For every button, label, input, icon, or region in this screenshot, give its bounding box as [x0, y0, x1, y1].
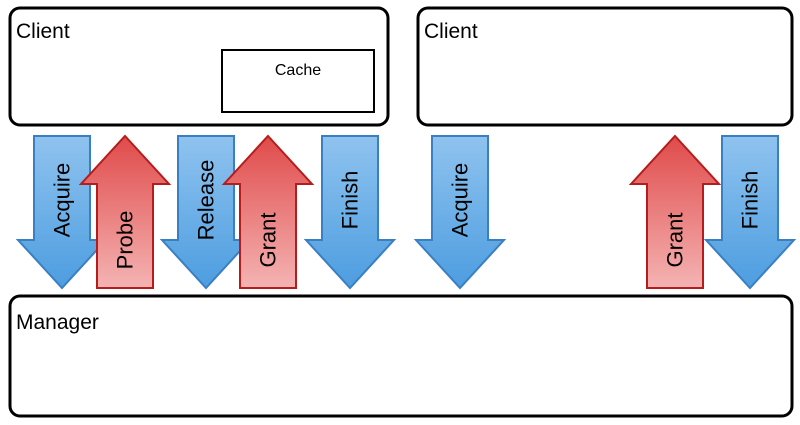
manager-box: Manager: [8, 294, 794, 418]
arrow-label: Grant: [663, 212, 688, 267]
arrow-shape: [159, 135, 253, 290]
down-arrow-acquire: Acquire: [15, 135, 109, 290]
up-arrow-grant: Grant: [221, 134, 315, 289]
arrow-shape: [303, 135, 397, 290]
manager-label: Manager: [16, 311, 99, 334]
client-label-left: Client: [16, 20, 70, 43]
arrow-label: Release: [194, 160, 219, 241]
arrow-label: Finish: [738, 171, 763, 230]
arrow-label: Probe: [113, 211, 138, 270]
cache-label: Cache: [275, 62, 321, 79]
arrow-label: Finish: [338, 171, 363, 230]
down-arrow-acquire: Acquire: [413, 135, 507, 290]
arrow-shape: [413, 135, 507, 290]
arrow-label: Grant: [256, 212, 281, 267]
arrow-label: Acquire: [448, 163, 473, 238]
up-arrow-grant: Grant: [628, 134, 722, 289]
arrow-shape: [703, 135, 797, 290]
arrow-shape: [221, 134, 315, 289]
cache-box: Cache: [221, 49, 375, 113]
client-label-right: Client: [424, 20, 478, 43]
arrow-shape: [628, 134, 722, 289]
arrow-label: Acquire: [50, 163, 75, 238]
up-arrow-probe: Probe: [78, 134, 172, 289]
arrow-shape: [78, 134, 172, 289]
client-box-right: Client: [416, 6, 794, 127]
down-arrow-release: Release: [159, 135, 253, 290]
down-arrow-finish: Finish: [303, 135, 397, 290]
client-box-left: Client Cache: [8, 6, 390, 127]
down-arrow-finish: Finish: [703, 135, 797, 290]
arrow-shape: [15, 135, 109, 290]
